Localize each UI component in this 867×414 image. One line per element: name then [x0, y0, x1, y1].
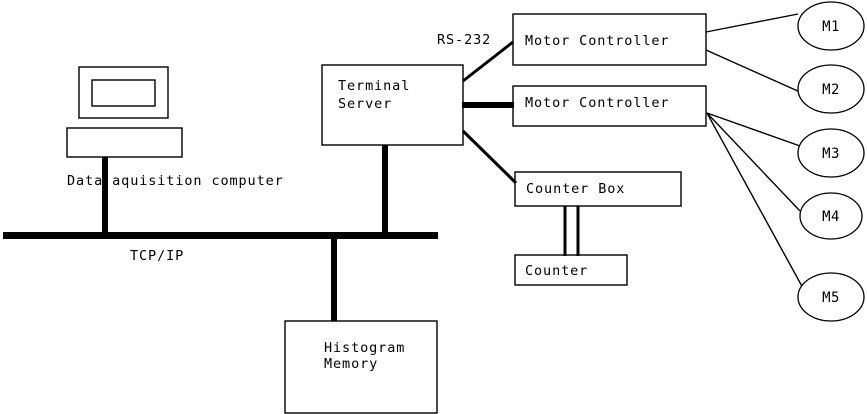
link-terminal-server-to-counter-box: [461, 129, 518, 185]
motor-m5-label: M5: [822, 290, 840, 306]
motor-m1-label: M1: [822, 19, 840, 35]
motor-controller-1-box: [512, 13, 707, 66]
motor-m1-ellipse: [797, 1, 865, 51]
computer-monitor-screen: [91, 79, 156, 107]
link-terminal-server-to-motor-controller-1: [462, 40, 514, 83]
link-motor-controller-2-to-m5: [706, 112, 805, 291]
motor-m2-ellipse: [797, 64, 865, 114]
link-motor-controller-1-to-m1: [705, 13, 799, 33]
counter-box-box: [514, 171, 682, 207]
counter-box: [514, 254, 628, 286]
terminal-server-label-line1: Terminal: [338, 78, 410, 94]
tcpip-bus-label: TCP/IP: [130, 248, 184, 264]
link-motor-controller-1-to-m2: [705, 49, 801, 93]
rs232-link-label: RS-232: [437, 32, 491, 48]
counter-label: Counter: [525, 263, 588, 279]
motor-controller-1-label: Motor Controller: [525, 33, 669, 49]
motor-m3-ellipse: [797, 128, 865, 178]
counter-box-label: Counter Box: [526, 181, 625, 197]
terminal-server-label-line2: Server: [338, 96, 392, 112]
motor-m4-ellipse: [799, 192, 863, 240]
data-acquisition-computer-label: Data aquisition computer: [67, 173, 284, 189]
histogram-memory-label-line1: Histogram: [324, 340, 405, 356]
motor-m5-ellipse: [797, 272, 865, 322]
terminal-server-box: [321, 64, 464, 146]
link-motor-controller-2-to-m3: [706, 112, 801, 147]
motor-controller-2-label: Motor Controller: [525, 95, 669, 111]
histogram-memory-box: [284, 320, 438, 414]
histogram-memory-label-line2: Memory: [324, 356, 378, 372]
computer-base-unit: [66, 127, 183, 158]
motor-m3-label: M3: [822, 146, 840, 162]
motor-m2-label: M2: [822, 82, 840, 98]
motor-m4-label: M4: [822, 209, 840, 225]
link-motor-controller-2-to-m4: [706, 112, 801, 212]
